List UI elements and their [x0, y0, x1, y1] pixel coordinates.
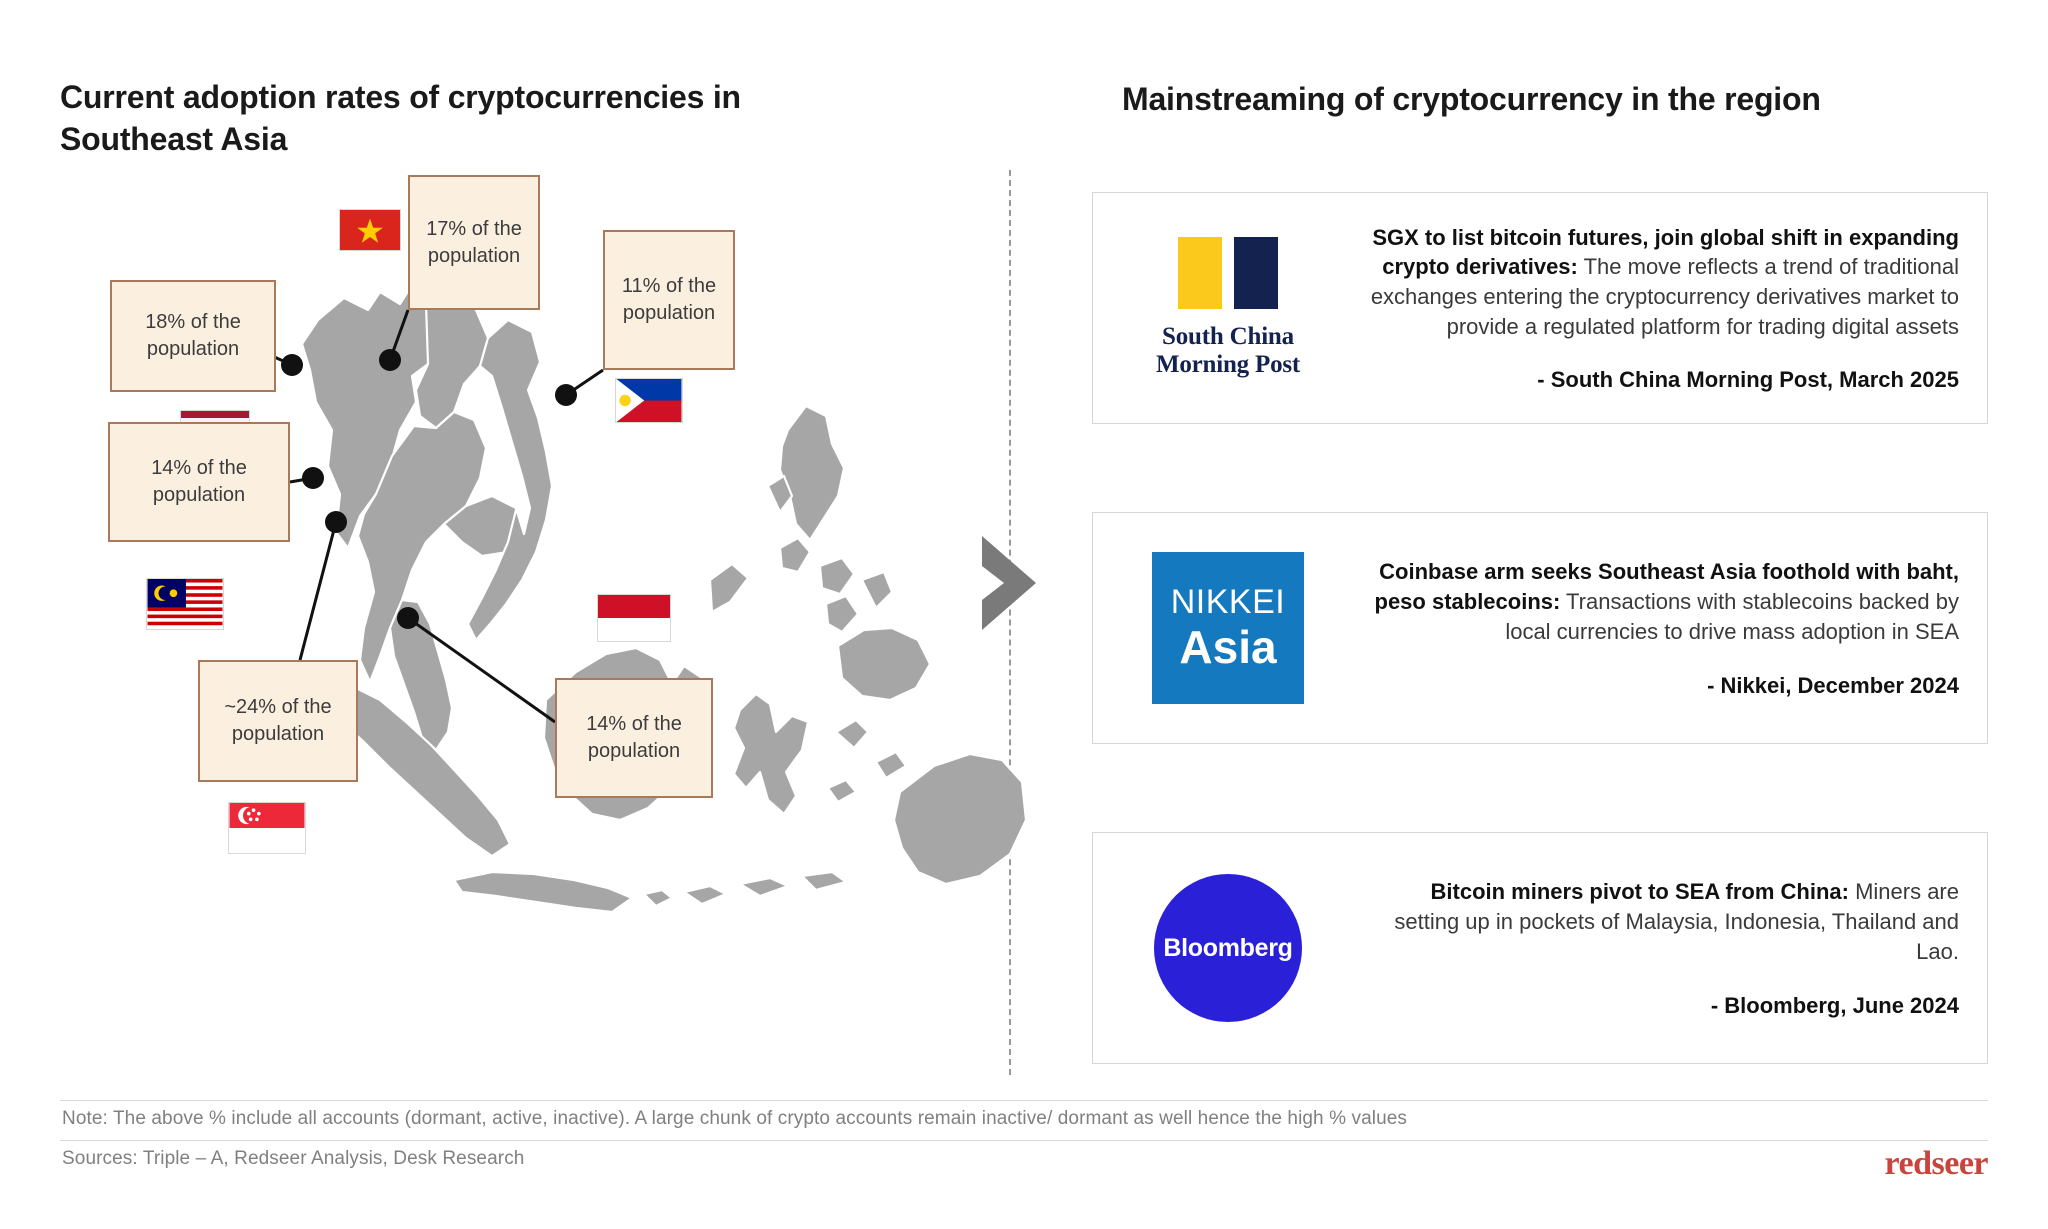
- news-card-scmp-source: - South China Morning Post, March 2025: [1537, 367, 1959, 393]
- news-card-scmp-headline: SGX to list bitcoin futures, join global…: [1372, 224, 1959, 280]
- nikkei-logo-line1: NIKKEI: [1170, 583, 1286, 621]
- news-card-nikkei-text: Transactions with stablecoins backed by …: [1505, 589, 1959, 644]
- news-card-bloomberg-headline: Bitcoin miners pivot to SEA from China:: [1430, 879, 1849, 905]
- footer-divider-bottom: [60, 1140, 1988, 1141]
- malaysia-flag: [146, 578, 224, 630]
- news-card-scmp-text: The move reflects a trend of traditional…: [1370, 254, 1959, 339]
- footer-divider-top: [60, 1100, 1988, 1101]
- footer-note: Note: The above % include all accounts (…: [62, 1108, 1408, 1129]
- philippines-flag: [615, 378, 683, 423]
- nikkei-asia-logo: NIKKEI Asia: [1093, 552, 1363, 704]
- indonesia-flag: [597, 594, 671, 642]
- news-card-bloomberg-text: Miners are setting up in pockets of Mala…: [1394, 879, 1959, 964]
- nikkei-logo-line2: Asia: [1179, 620, 1277, 673]
- singapore-flag: [228, 802, 306, 854]
- bloomberg-logo: Bloomberg: [1093, 874, 1363, 1022]
- scmp-logo-line1: South China: [1162, 323, 1294, 350]
- footer-sources: Sources: Triple – A, Redseer Analysis, D…: [62, 1148, 525, 1169]
- scmp-logo-line2: Morning Post: [1155, 351, 1301, 378]
- news-card-scmp[interactable]: South China Morning Post SGX to list bit…: [1092, 192, 1988, 424]
- news-card-nikkei-headline: Coinbase arm seeks Southeast Asia footho…: [1374, 559, 1960, 615]
- right-panel-title: Mainstreaming of cryptocurrency in the r…: [1122, 81, 1821, 117]
- left-panel-title: Current adoption rates of cryptocurrenci…: [60, 79, 741, 158]
- redseer-logo: redseer: [1884, 1145, 1989, 1182]
- bloomberg-logo-text: Bloomberg: [1154, 874, 1302, 1022]
- vietnam-flag: [339, 209, 401, 251]
- news-card-nikkei[interactable]: NIKKEI Asia Coinbase arm seeks Southeast…: [1092, 512, 1988, 744]
- news-card-nikkei-source: - Nikkei, December 2024: [1707, 672, 1959, 698]
- south-china-morning-post-logo: South China Morning Post: [1093, 237, 1363, 379]
- panel-divider: [1009, 170, 1011, 1075]
- news-card-nikkei-body: Coinbase arm seeks Southeast Asia footho…: [1363, 547, 1987, 708]
- news-card-scmp-body: SGX to list bitcoin futures, join global…: [1363, 213, 1987, 404]
- arrow-right-icon: [982, 536, 1036, 630]
- news-card-bloomberg-source: - Bloomberg, June 2024: [1710, 992, 1959, 1018]
- scmp-mark-icon: [1123, 237, 1333, 309]
- news-card-bloomberg-body: Bitcoin miners pivot to SEA from China: …: [1363, 867, 1987, 1028]
- news-card-bloomberg[interactable]: Bloomberg Bitcoin miners pivot to SEA fr…: [1092, 832, 1988, 1064]
